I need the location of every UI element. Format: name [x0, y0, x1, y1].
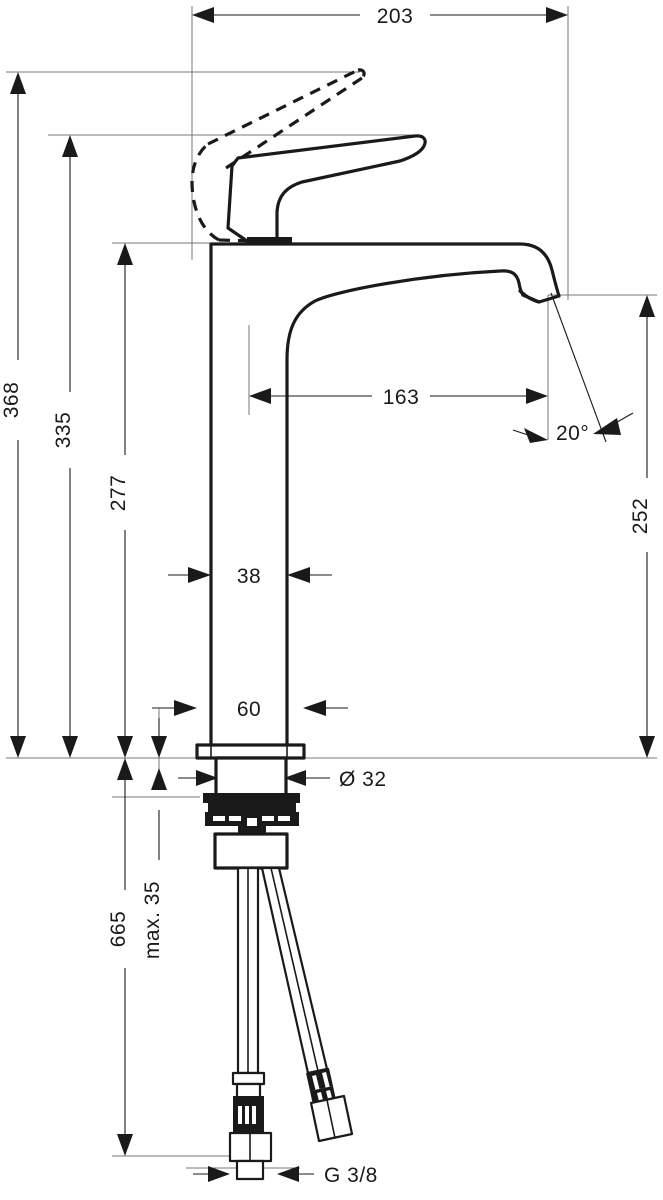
connection-block — [213, 832, 289, 870]
dimension-203: 203 — [192, 5, 568, 28]
dimension-label-max-35: max. 35 — [141, 881, 164, 959]
dimension-38: 38 — [168, 565, 332, 588]
dimension-665: 665 — [107, 758, 133, 1156]
dimension-label-252: 252 — [629, 498, 652, 535]
dimension-g38: G 3/8 — [193, 1164, 378, 1187]
base-flange — [195, 743, 306, 760]
dimension-277: 277 — [107, 243, 133, 758]
dimension-label-g38: G 3/8 — [324, 1164, 378, 1187]
dimension-label-60: 60 — [237, 698, 261, 721]
shank-below-deck — [214, 756, 288, 797]
dimension-60: 60 — [152, 698, 348, 721]
dimension-163: 163 — [249, 386, 548, 409]
dimension-label-38: 38 — [237, 565, 261, 588]
dimension-252: 252 — [629, 295, 655, 758]
dimension-max-35: max. 35 — [141, 718, 167, 959]
dimension-label-277: 277 — [107, 475, 130, 512]
dimension-368: 368 — [0, 72, 26, 758]
dimension-label-665: 665 — [107, 911, 130, 948]
dimension-20-degrees: 20° — [512, 292, 634, 445]
flexible-hose-rear — [260, 866, 354, 1143]
lever-base-shadow — [247, 237, 292, 243]
dimension-label-335: 335 — [52, 412, 75, 449]
dimension-label-diameter-32: Ø 32 — [339, 768, 387, 791]
lever-closed-position — [226, 134, 427, 243]
dimension-label-203: 203 — [377, 5, 414, 28]
faucet-body-and-spout — [209, 242, 561, 747]
lever-open-position-ghost — [190, 68, 366, 243]
dimension-label-163: 163 — [383, 386, 420, 409]
dimension-335: 335 — [52, 135, 78, 758]
dimension-diameter-32: Ø 32 — [178, 768, 387, 791]
flexible-hose-front — [228, 866, 273, 1181]
dimension-label-368: 368 — [0, 382, 23, 419]
dimension-label-20-degrees: 20° — [556, 422, 589, 445]
extension-lines — [6, 6, 657, 1169]
